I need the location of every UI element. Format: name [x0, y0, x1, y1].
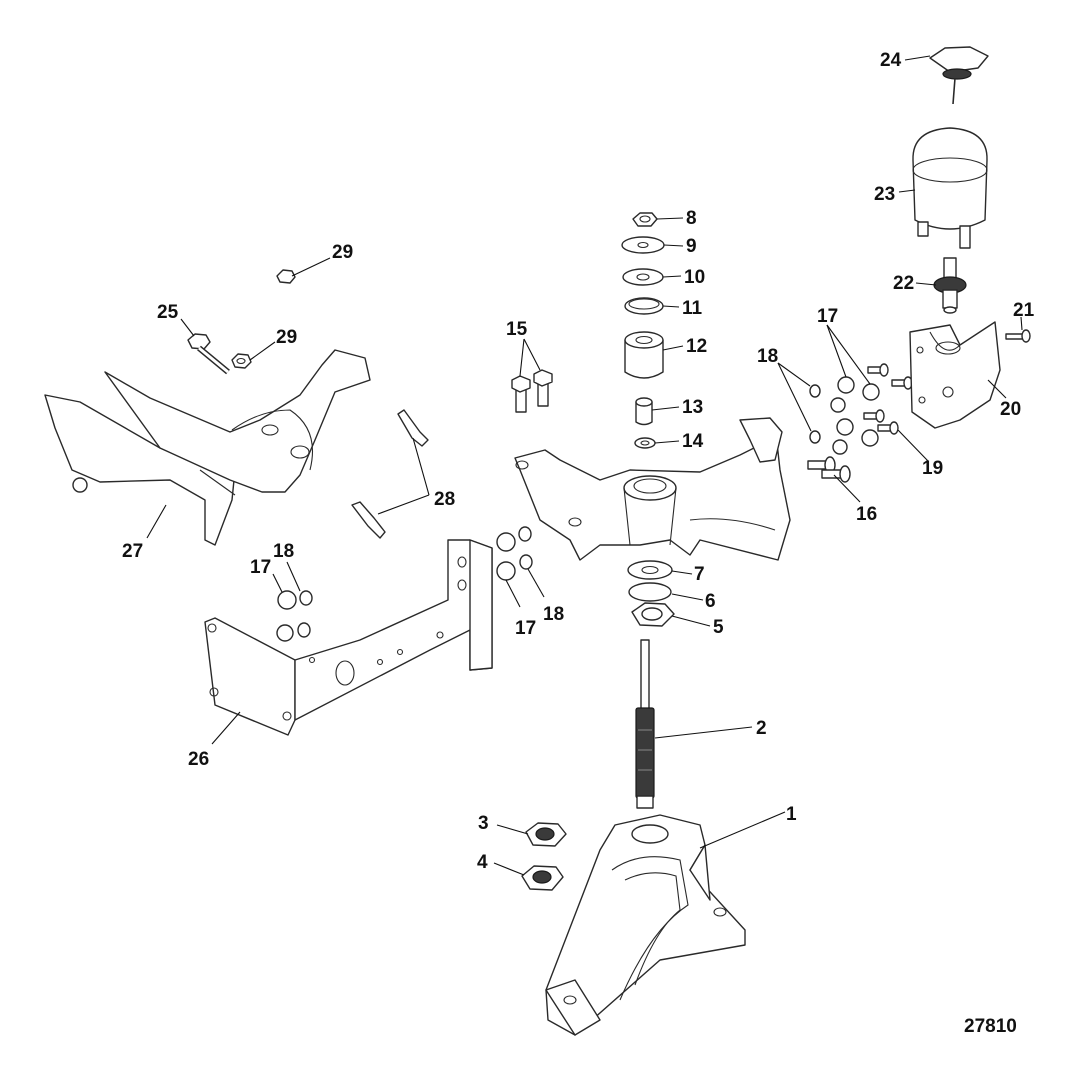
callout-4: 4 [477, 852, 488, 873]
callout-2: 2 [756, 718, 767, 739]
part-9-washer [621, 236, 665, 254]
part-14-washer [634, 437, 656, 449]
callout-18-mid: 18 [543, 604, 564, 625]
callout-10: 10 [684, 267, 705, 288]
part-18-pins-right [809, 384, 821, 444]
part-5-nut [631, 602, 675, 627]
part-20-reservoir-bracket [909, 321, 1001, 429]
callout-5: 5 [713, 617, 724, 638]
part-15-bolts [511, 369, 553, 413]
part-7-washer [627, 560, 673, 580]
part-21-screw [1005, 329, 1031, 343]
part-24-cap [929, 46, 989, 105]
callout-21: 21 [1013, 300, 1035, 321]
callout-14: 14 [682, 431, 704, 452]
callout-18-left: 18 [273, 541, 294, 562]
part-29-nut-lower [231, 353, 252, 369]
callout-19: 19 [922, 458, 943, 479]
part-17-grommets-right [830, 376, 880, 455]
part-26-mount-plate [204, 539, 493, 736]
callout-labels: 1 2 3 4 5 6 7 8 9 10 11 12 13 14 15 16 1… [122, 50, 1035, 1037]
part-25-bolt [187, 333, 230, 375]
callout-28: 28 [434, 489, 455, 510]
part-8-nut [632, 212, 658, 227]
part-18-pins-left [297, 526, 533, 638]
part-16-bolts [807, 456, 851, 483]
callout-17-left: 17 [250, 557, 271, 578]
callout-8: 8 [686, 208, 697, 229]
callout-13: 13 [682, 397, 703, 418]
callout-25: 25 [157, 302, 179, 323]
callout-18-right: 18 [757, 346, 778, 367]
callout-17-right: 17 [817, 306, 838, 327]
part-2-stud [635, 639, 655, 809]
part-29-nut-upper [276, 269, 296, 284]
callout-27: 27 [122, 541, 143, 562]
callout-17-mid: 17 [515, 618, 536, 639]
callout-26: 26 [188, 749, 209, 770]
callout-16: 16 [856, 504, 877, 525]
part-10-washer [622, 268, 664, 286]
callout-23: 23 [874, 184, 895, 205]
callout-11: 11 [682, 298, 703, 319]
callout-3: 3 [478, 813, 489, 834]
part-1-base-bracket [545, 814, 746, 1036]
part-23-reservoir [912, 127, 988, 249]
part-27-frame [44, 349, 371, 546]
part-12-bushing [624, 331, 664, 379]
part-4-nut [521, 865, 564, 891]
callout-15: 15 [506, 319, 528, 340]
part-11-ring [624, 297, 664, 315]
callout-24: 24 [880, 50, 902, 71]
callout-9: 9 [686, 236, 697, 257]
center-cross-bracket [514, 417, 791, 561]
leader-lines [146, 55, 1023, 876]
callout-29-upper: 29 [332, 242, 353, 263]
part-28-studs [351, 409, 429, 539]
callout-1: 1 [786, 804, 797, 825]
part-6-washer [628, 582, 672, 602]
part-17-grommets-left [276, 532, 516, 642]
callout-22: 22 [893, 273, 914, 294]
callout-20: 20 [1000, 399, 1021, 420]
part-3-nut [525, 822, 567, 847]
part-13-sleeve [635, 397, 653, 426]
callout-29-lower: 29 [276, 327, 297, 348]
callout-6: 6 [705, 591, 716, 612]
figure-number: 27810 [964, 1016, 1017, 1037]
callout-7: 7 [694, 564, 705, 585]
part-22-fitting [933, 257, 967, 314]
callout-12: 12 [686, 336, 707, 357]
